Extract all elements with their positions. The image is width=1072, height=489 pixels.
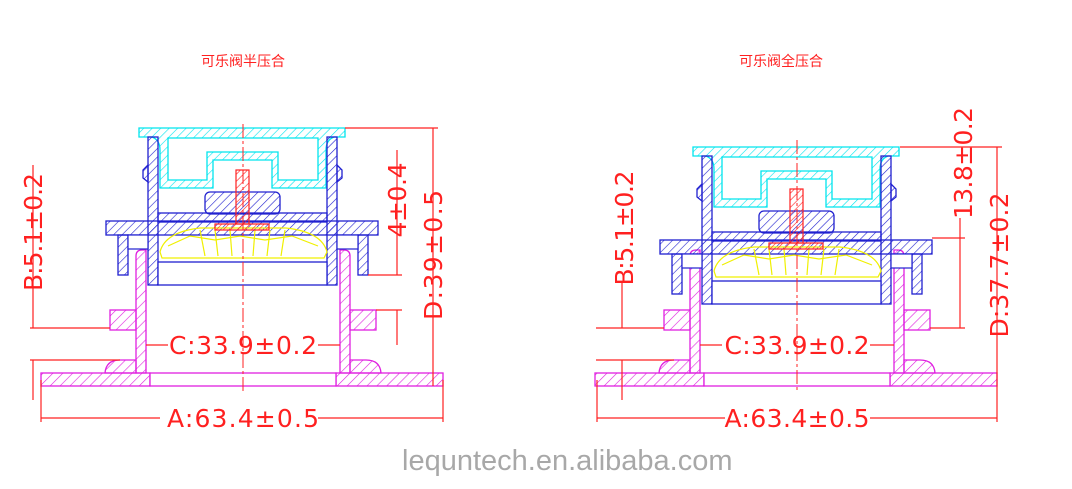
left-title: 可乐阀半压合 bbox=[201, 54, 285, 70]
dimension-lines bbox=[30, 127, 444, 422]
right-drawing: 可乐阀全压合 A:63.4±0.5 C:33.9±0.2 B:5.1±0.2 D… bbox=[594, 53, 1014, 433]
left-dim-b: B:5.1±0.2 bbox=[19, 173, 48, 291]
left-dim-e: 4±0.4 bbox=[383, 163, 412, 238]
left-drawing: 可乐阀半压合 A:63.4±0.5 C:33.9±0.2 B:5.1±0.2 D… bbox=[19, 54, 448, 433]
watermark: lequntech.en.alibaba.com bbox=[402, 445, 733, 477]
left-dim-a: A:63.4±0.5 bbox=[167, 404, 319, 433]
dimension-lines bbox=[596, 146, 1002, 422]
right-dim-b: B:5.1±0.2 bbox=[610, 171, 639, 286]
right-dim-c: C:33.9±0.2 bbox=[725, 331, 870, 360]
right-dim-a: A:63.4±0.5 bbox=[725, 404, 870, 433]
left-dim-d: D:39±0.5 bbox=[419, 190, 448, 320]
right-title: 可乐阀全压合 bbox=[739, 53, 823, 70]
right-dim-e: 13.8±0.2 bbox=[949, 107, 978, 219]
right-dim-d: D:37.7±0.2 bbox=[985, 193, 1014, 338]
left-dim-c: C:33.9±0.2 bbox=[169, 331, 317, 360]
